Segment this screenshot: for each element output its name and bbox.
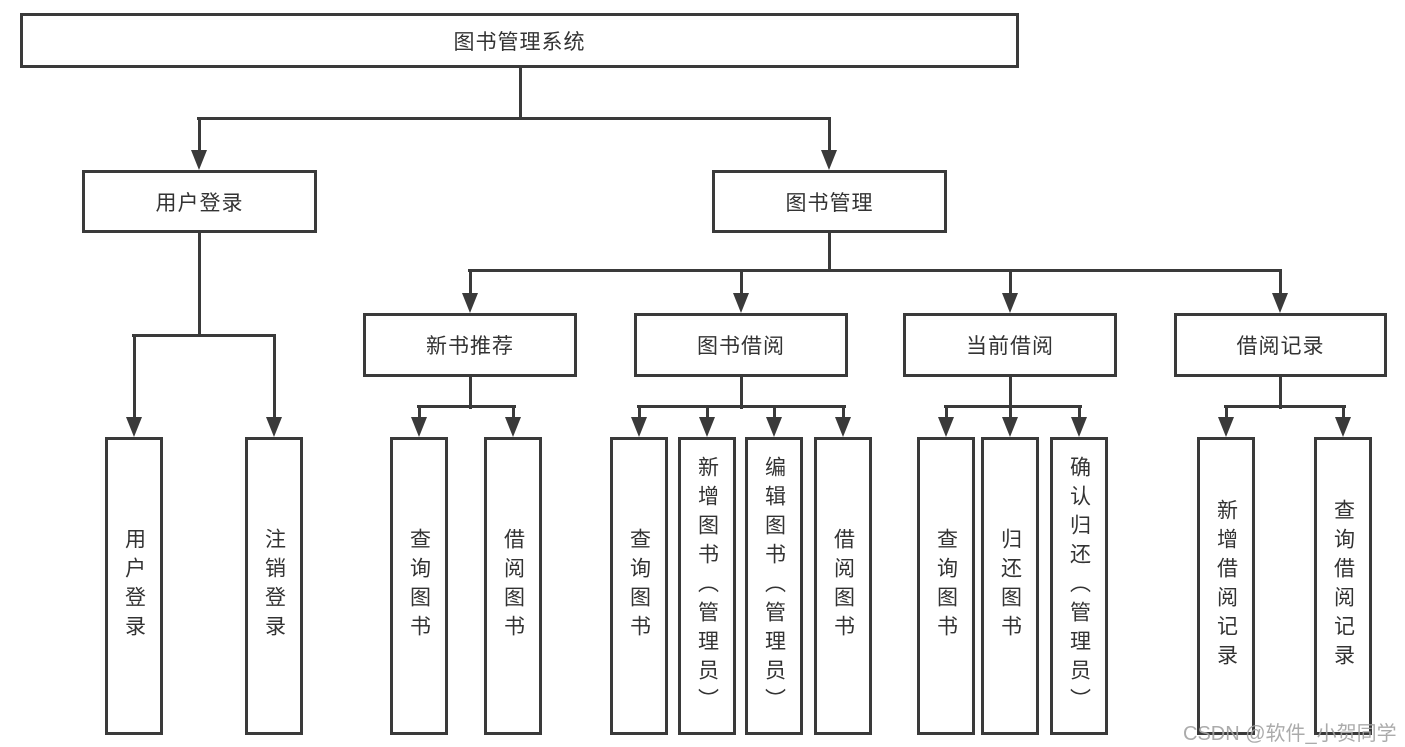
arrow-head: [1002, 417, 1018, 437]
connector-newbook-trunk: [469, 375, 472, 409]
connector-newbook-branch: [417, 405, 516, 408]
node-book-management: 图书管理: [712, 170, 947, 233]
connector-stem: [945, 405, 948, 421]
leaf-query-books-current: 查询图书: [917, 437, 975, 735]
connector-stem: [198, 117, 201, 153]
node-book-borrow-label: 图书借阅: [697, 335, 785, 358]
connector-stem: [469, 269, 472, 297]
leaf-query-books-borrow: 查询图书: [610, 437, 668, 735]
connector-stem: [1009, 405, 1012, 421]
connector-stem: [1342, 405, 1345, 421]
node-new-book-recommend: 新书推荐: [363, 313, 577, 377]
connector-stem: [740, 269, 743, 297]
arrow-head: [699, 417, 715, 437]
leaf-query-borrow-record: 查询借阅记录: [1314, 437, 1372, 735]
connector-stem: [638, 405, 641, 421]
leaf-label: 借阅图书: [831, 528, 855, 644]
arrow-head: [505, 417, 521, 437]
connector-root-branch: [197, 117, 831, 120]
connector-stem: [706, 405, 709, 421]
node-current-borrow: 当前借阅: [903, 313, 1117, 377]
node-user-login-label: 用户登录: [155, 191, 244, 215]
leaf-label: 用户登录: [122, 528, 146, 644]
connector-stem: [273, 334, 276, 420]
arrow-head: [1218, 417, 1234, 437]
node-borrow-records-label: 借阅记录: [1236, 335, 1325, 358]
leaf-label: 确认归还（管理员）: [1067, 455, 1091, 717]
node-current-borrow-label: 当前借阅: [966, 335, 1054, 358]
arrow-head: [733, 293, 749, 313]
leaf-label: 查询图书: [407, 528, 431, 644]
arrow-head: [462, 293, 478, 313]
leaf-edit-books-admin: 编辑图书（管理员）: [745, 437, 803, 735]
leaf-user-login: 用户登录: [105, 437, 163, 735]
node-root-label: 图书管理系统: [453, 30, 586, 54]
arrow-head: [126, 417, 142, 437]
arrow-head: [766, 417, 782, 437]
leaf-add-borrow-record: 新增借阅记录: [1197, 437, 1255, 735]
connector-records-trunk: [1279, 375, 1282, 409]
arrow-head: [821, 150, 837, 170]
arrow-head: [1002, 293, 1018, 313]
connector-stem: [1078, 405, 1081, 421]
arrow-head: [1071, 417, 1087, 437]
connector-stem: [512, 405, 515, 421]
connector-current-trunk: [1009, 375, 1012, 409]
connector-stem: [1279, 269, 1282, 297]
arrow-head: [411, 417, 427, 437]
arrow-head: [191, 150, 207, 170]
connector-stem: [1225, 405, 1228, 421]
connector-borrow-trunk: [740, 375, 743, 409]
leaf-label: 查询图书: [627, 528, 651, 644]
connector-stem: [418, 405, 421, 421]
leaf-label: 编辑图书（管理员）: [762, 455, 786, 717]
arrow-head: [1335, 417, 1351, 437]
connector-login-branch: [132, 334, 276, 337]
leaf-label: 查询图书: [934, 528, 958, 644]
arrow-head: [938, 417, 954, 437]
leaf-borrow-books-recommend: 借阅图书: [484, 437, 542, 735]
connector-mgmt-trunk: [828, 231, 831, 272]
leaf-label: 归还图书: [998, 528, 1022, 644]
node-book-borrow: 图书借阅: [634, 313, 848, 377]
leaf-logout: 注销登录: [245, 437, 303, 735]
leaf-label: 注销登录: [262, 528, 286, 644]
connector-borrow-branch: [637, 405, 846, 408]
arrow-head: [1272, 293, 1288, 313]
connector-login-trunk: [198, 231, 201, 337]
leaf-add-books-admin: 新增图书（管理员）: [678, 437, 736, 735]
connector-stem: [773, 405, 776, 421]
connector-stem: [1009, 269, 1012, 297]
node-book-management-label: 图书管理: [785, 191, 874, 215]
arrow-head: [266, 417, 282, 437]
connector-root-trunk: [519, 66, 522, 120]
node-borrow-records: 借阅记录: [1174, 313, 1387, 377]
node-root: 图书管理系统: [20, 13, 1019, 68]
leaf-confirm-return-admin: 确认归还（管理员）: [1050, 437, 1108, 735]
connector-stem: [133, 334, 136, 420]
leaf-borrow-books: 借阅图书: [814, 437, 872, 735]
csdn-watermark: CSDN @软件_小贺同学: [1183, 723, 1397, 745]
connector-stem: [842, 405, 845, 421]
leaf-return-books: 归还图书: [981, 437, 1039, 735]
arrow-head: [835, 417, 851, 437]
node-user-login: 用户登录: [82, 170, 317, 233]
node-new-book-recommend-label: 新书推荐: [426, 335, 514, 358]
connector-current-branch: [944, 405, 1082, 408]
connector-records-branch: [1224, 405, 1346, 408]
connector-stem: [828, 117, 831, 153]
leaf-label: 新增借阅记录: [1214, 499, 1238, 673]
arrow-head: [631, 417, 647, 437]
leaf-label: 查询借阅记录: [1331, 499, 1355, 673]
leaf-label: 借阅图书: [501, 528, 525, 644]
connector-mgmt-branch: [468, 269, 1282, 272]
leaf-label: 新增图书（管理员）: [695, 455, 719, 717]
leaf-query-books-recommend: 查询图书: [390, 437, 448, 735]
